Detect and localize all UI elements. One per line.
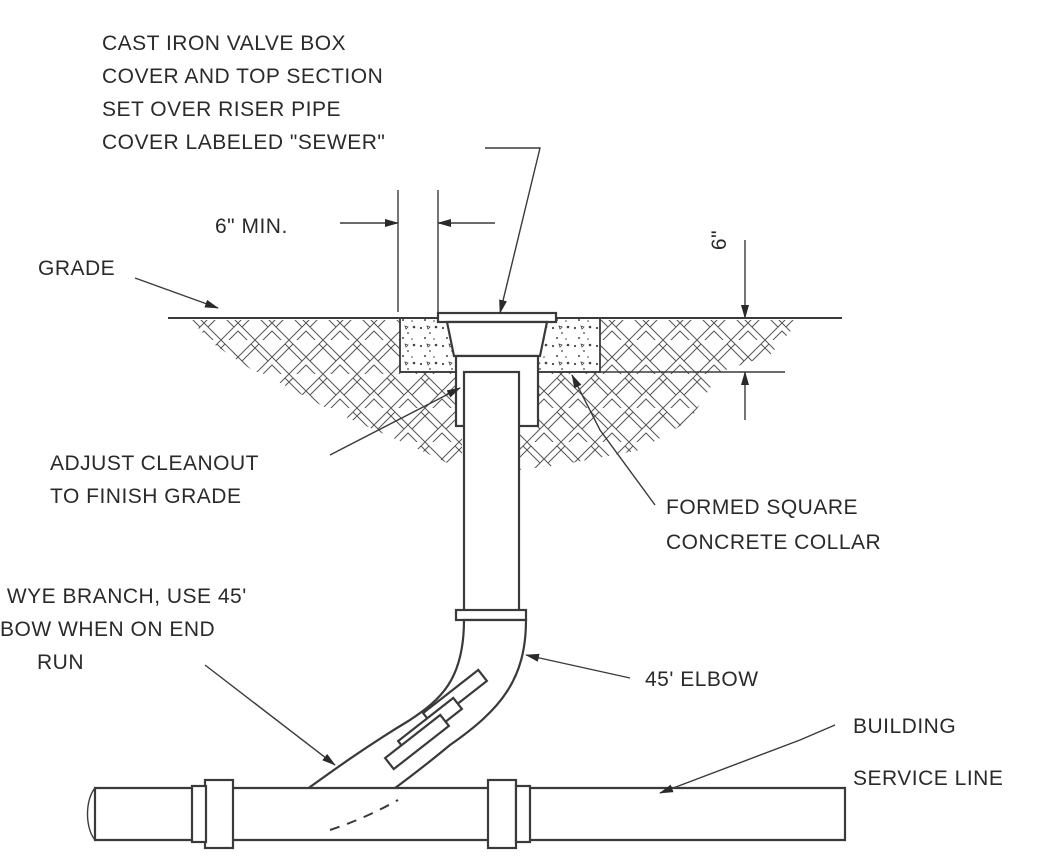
collar-line-1: FORMED SQUARE [666,496,858,519]
service-line [86,778,847,850]
min-dimension [340,190,495,312]
service-line-callout: BUILDING SERVICE LINE [853,715,1003,790]
valve-box-line-2: COVER AND TOP SECTION [102,65,383,88]
wye-branch-line-2: BOW WHEN ON END [0,618,215,641]
service-line-line-1: BUILDING [853,715,956,738]
service-line-line-2: SERVICE LINE [853,767,1003,790]
min-width-label: 6" MIN. [215,215,288,238]
grade-label: GRADE [38,257,115,280]
wye-branch-line-3: RUN [37,651,84,674]
elbow-and-wye [289,618,528,822]
wye-branch-callout: ' WYE BRANCH, USE 45' BOW WHEN ON END RU… [0,585,247,674]
collar-callout: FORMED SQUARE CONCRETE COLLAR [666,496,881,554]
adjust-cleanout-callout: ADJUST CLEANOUT TO FINISH GRADE [50,452,259,508]
elbow-label: 45' ELBOW [645,668,759,691]
valve-box-line-3: SET OVER RISER PIPE [102,98,341,121]
wye-branch-line-1: ' WYE BRANCH, USE 45' [0,585,247,608]
valve-box-line-1: CAST IRON VALVE BOX [102,32,346,55]
valve-box-callout: CAST IRON VALVE BOX COVER AND TOP SECTIO… [102,32,385,154]
valve-box-line-4: COVER LABELED "SEWER" [102,131,385,154]
adjust-cleanout-line-2: TO FINISH GRADE [50,485,241,508]
leaders [134,147,836,794]
riser-pipe [454,370,528,622]
adjust-cleanout-line-1: ADJUST CLEANOUT [50,452,259,475]
collar-line-2: CONCRETE COLLAR [666,531,881,554]
depth-label: 6" [708,230,731,250]
soil-hatch [190,320,800,470]
